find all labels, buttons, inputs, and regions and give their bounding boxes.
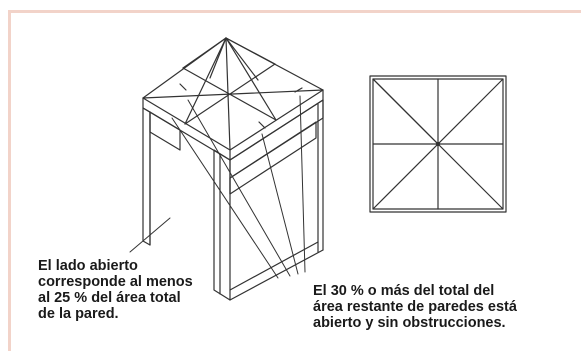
frame-border-top (8, 10, 581, 13)
caption-open-side-line-2: corresponde al menos (38, 274, 193, 290)
leader-lines-remaining-walls (171, 95, 306, 279)
plan-view (369, 75, 507, 213)
roof-arrow-marks (179, 83, 303, 129)
isometric-shelter (142, 37, 324, 301)
caption-remaining-walls: El 30 % o más del total del área restant… (313, 283, 581, 331)
caption-open-side-line-1: El lado abierto (38, 258, 138, 274)
caption-open-side-line-3: al 25 % del área total (38, 290, 181, 306)
caption-remaining-walls-line-1: El 30 % o más del total del (313, 283, 495, 299)
caption-remaining-walls-line-3: abierto y sin obstrucciones. (313, 315, 506, 331)
roof-pyramid (142, 37, 324, 151)
eave-band (142, 89, 324, 161)
right-wall (229, 99, 324, 301)
frame-border-left (8, 10, 11, 351)
caption-remaining-walls-line-2: área restante de paredes está (313, 299, 517, 315)
left-wall (142, 107, 181, 246)
leader-line-open-side (129, 217, 171, 253)
caption-open-side: El lado abierto corresponde al menos al … (38, 258, 238, 322)
caption-open-side-line-4: de la pared. (38, 306, 119, 322)
